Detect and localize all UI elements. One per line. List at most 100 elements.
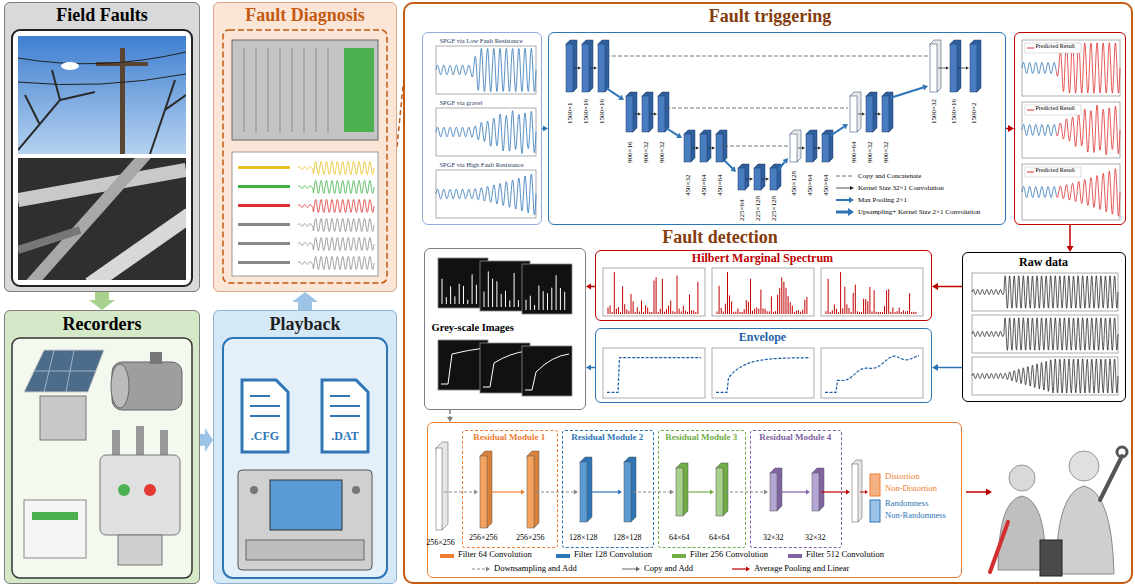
data-arrow [865,490,868,494]
grey-image [442,274,481,304]
arrowhead [586,365,591,371]
unet-layer [658,96,665,132]
conv-arrow [650,114,654,115]
legend-sample [850,186,854,190]
unet-layer [626,96,633,132]
feature-map [580,462,587,522]
field-photo [12,30,192,286]
waveform [436,48,536,91]
connector-line [542,128,543,130]
playback-device [246,540,364,560]
dimension-label: 32×32 [763,533,784,542]
conv-arrow [654,113,657,116]
recorder-devices [40,396,86,440]
copy-line [606,56,928,146]
legend-inset [1025,167,1081,177]
playback-device [270,480,342,530]
plot-title: SPGF via gravel [440,99,483,106]
conv-arrow [798,148,802,149]
dimension-label: 1500×16 [582,99,590,124]
screen-wave [298,238,374,251]
screen-row [238,204,290,207]
pool-arrow [618,95,624,100]
plot-title: SPGF via Low Fault Resistance [440,37,523,44]
panel-title: Playback [270,314,341,335]
plot-frame [603,268,705,316]
recorder-devices [160,430,168,456]
grey-image [522,346,572,396]
feature-map [852,460,862,522]
conv-arrow [938,68,946,69]
dimension-label: 900×32 [658,141,666,162]
dimension-label: 256×256 [469,533,498,542]
unet-layer [866,92,877,132]
legend-text: Filter 512 Convolution [806,550,884,560]
data-arrow [633,492,670,493]
field-photo [18,36,186,154]
screen-row [238,185,290,188]
waveform [436,111,536,154]
data-arrow [779,491,806,492]
dimension-label: 225×128 [754,196,762,221]
recorder-devices [12,338,192,578]
unet-layer [850,92,861,132]
waveform [1022,63,1056,74]
plot-frame [1022,40,1120,96]
plot-frame [821,268,923,316]
class-label: Non-Randomness [885,511,946,521]
wrench [1100,456,1122,500]
envelope-box: Envelope [595,328,932,403]
conv-arrow [878,113,881,116]
residual-module: Residual Module 432×3232×32 [750,430,842,548]
legend-swatch [788,554,802,558]
data-arrow [764,490,768,495]
unet-layer [970,44,977,92]
data-arrow [846,490,850,495]
legend-sample [636,567,640,572]
screen-row [238,261,290,264]
feature-map [624,462,631,522]
plot-frame [712,348,814,398]
diagnosis-device [223,30,387,283]
conv-arrow [638,113,641,116]
connector [586,284,595,290]
data-arrow [685,491,710,492]
legend-text: Filter 64 Convolution [458,550,532,560]
waveform [972,318,1118,350]
legend-sample [836,199,849,201]
field-photo [18,230,80,250]
unet-layer [738,168,745,190]
plot-frame [972,357,1118,395]
legend-sample [472,569,486,570]
process-panel: Fault triggeringFault detectionSPGF via … [403,2,1133,584]
conv-arrow [858,114,862,115]
diagnosis-device [232,152,378,276]
unet-layer [700,130,711,162]
pool-arrow [676,133,682,138]
connector [1006,125,1014,132]
figure [436,40,1127,576]
class-label: Randomness [885,499,928,509]
file-extension: .CFG [251,430,279,444]
feature-map [436,448,442,530]
connector-line [938,286,962,288]
residual-module: Residual Module 1256×256256×256 [462,430,558,548]
conv-arrow [696,147,699,150]
legend-text: Kernel Size 32×1 Convolution [858,184,944,192]
conv-arrow [802,147,805,150]
diagnosis-device [244,48,328,132]
playback-device [250,396,360,416]
unet-layer [598,40,609,92]
data-arrow [536,492,574,493]
feature-map [580,457,592,522]
legend-text: Max Pooling 2×1 [858,196,907,204]
wrench [1117,447,1127,457]
playback-panel: Playback [213,310,397,584]
unet-layer [806,134,813,162]
dimension-label: 128×128 [569,533,598,542]
unet-layer [850,96,857,132]
dimension-label: 900×64 [850,141,858,162]
dimension-label: 1500×2 [970,102,978,123]
